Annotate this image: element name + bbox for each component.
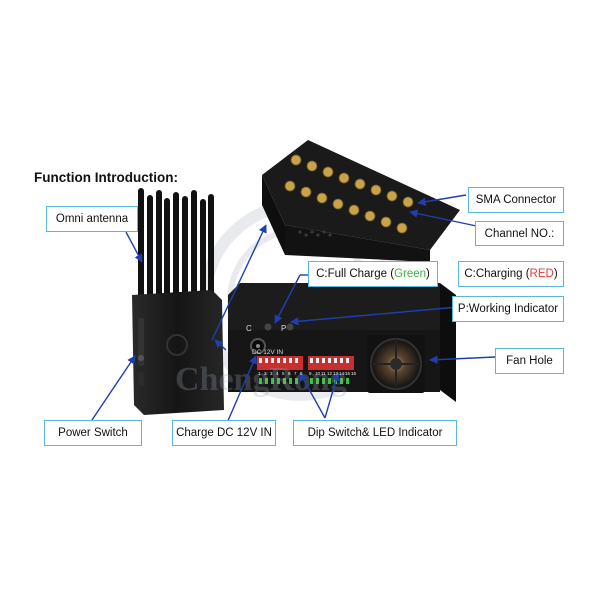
callout-full-charge: C:Full Charge (Green ) [308,261,438,287]
callout-arrows [91,194,496,424]
section-title: Function Introduction: [34,170,178,185]
callout-sma-connector: SMA Connector [468,187,564,213]
callout-dip-switch-text: Dip Switch& LED Indicator [307,427,443,439]
callout-dip-switch: Dip Switch& LED Indicator [293,420,457,446]
callout-power-switch: Power Switch [44,420,142,446]
callout-working-indicator: P:Working Indicator [452,296,564,322]
callout-channel-no-text: Channel NO.: [484,227,555,240]
device-side-panel [228,283,456,402]
device-top-with-connectors [262,140,460,262]
callout-charge-dc-text: Charge DC 12V IN [176,427,272,439]
callout-omni-antenna: Omni antenna [46,206,138,232]
panel-dc-mark: DC 12V IN [252,349,283,356]
callout-charging-prefix: C:Charging ( [464,268,530,280]
watermark-text: ChengRong [175,361,347,398]
callout-full-charge-prefix: C:Full Charge ( [316,268,395,280]
callout-omni-antenna-text: Omni antenna [55,213,129,225]
callout-charging-suffix: ) [553,268,558,280]
callout-sma-connector-text: SMA Connector [475,194,557,206]
callout-power-switch-text: Power Switch [58,427,128,439]
callout-charging-color: RED [529,268,554,280]
callout-full-charge-color: Green [394,268,427,280]
omni-antennas [138,188,214,298]
dip-switch-block [257,356,354,384]
callout-channel-no: Channel NO.: [475,221,564,246]
callout-full-charge-suffix: ) [426,268,430,280]
panel-c-mark: C [246,324,252,333]
callout-fan-hole-text: Fan Hole [506,355,553,367]
callout-charging: C:Charging (RED) [458,261,564,287]
fan-grille [367,335,425,393]
panel-p-mark: P [281,324,286,333]
callout-working-indicator-text: P:Working Indicator [457,303,559,315]
callout-charge-dc: Charge DC 12V IN [172,420,276,446]
device-body [132,290,224,415]
callout-fan-hole: Fan Hole [495,348,564,374]
